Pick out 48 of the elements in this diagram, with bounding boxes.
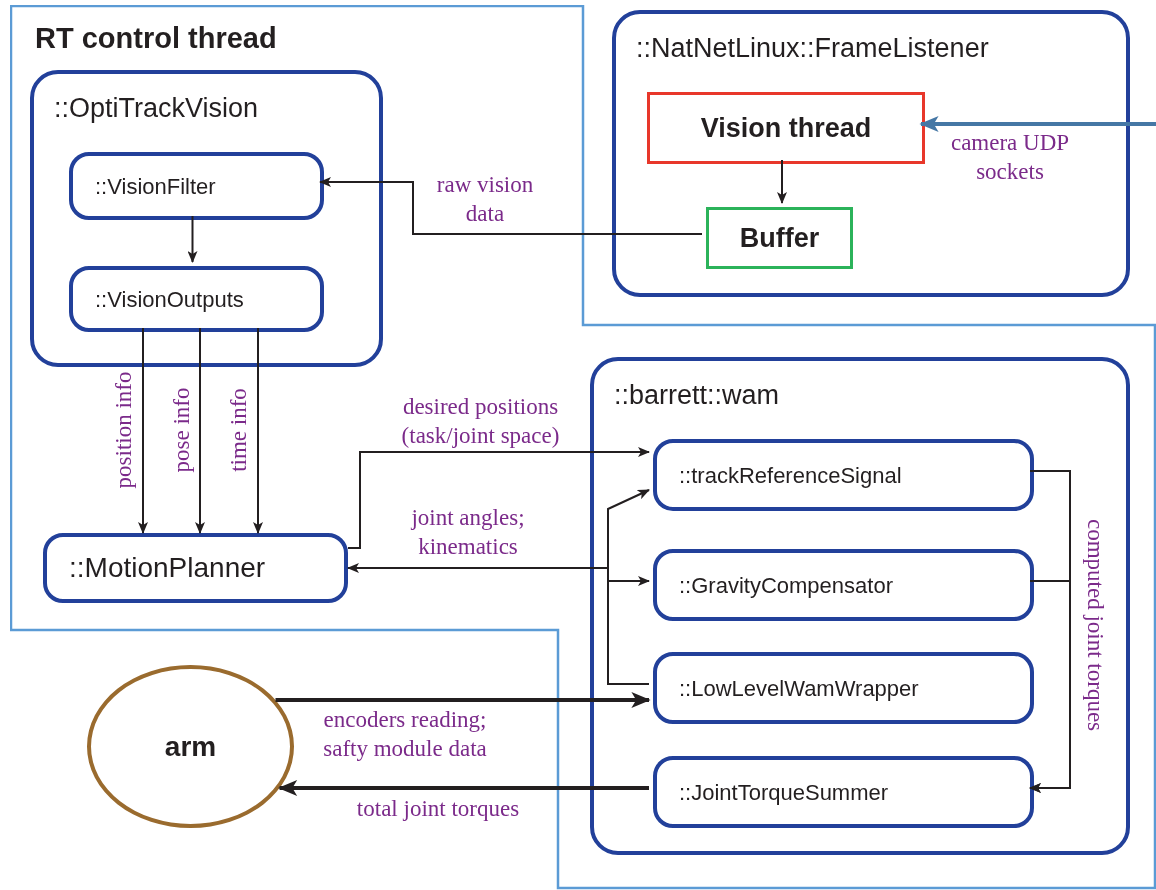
node-label: ::barrett::wam bbox=[614, 379, 780, 412]
class-box bbox=[69, 152, 324, 220]
edge-label: computed joint torques bbox=[1081, 518, 1109, 732]
class-box bbox=[653, 549, 1034, 621]
arrow bbox=[253, 327, 263, 534]
class-box bbox=[653, 439, 1034, 511]
arrow bbox=[187, 215, 198, 263]
arrow bbox=[319, 177, 703, 235]
edge-label: position info bbox=[109, 371, 137, 489]
arrow bbox=[607, 489, 650, 685]
edge-label: encoders reading; safty module data bbox=[322, 706, 488, 763]
edge-label: camera UDP sockets bbox=[949, 129, 1071, 186]
node-label: ::OptiTrackVision bbox=[54, 92, 259, 125]
edge-label: total joint torques bbox=[355, 795, 521, 823]
arrow bbox=[278, 780, 649, 796]
node-label: ::VisionFilter bbox=[95, 172, 216, 201]
node-label: arm bbox=[163, 730, 218, 764]
edge-label: raw vision data bbox=[435, 171, 535, 228]
class-box bbox=[653, 756, 1034, 828]
node-label: ::JointTorqueSummer bbox=[679, 778, 889, 807]
arrow bbox=[919, 116, 1156, 132]
node-label: ::LowLevelWamWrapper bbox=[679, 674, 919, 703]
class-box bbox=[69, 266, 324, 332]
node-label: RT control thread bbox=[35, 21, 277, 56]
arrow bbox=[347, 447, 650, 549]
class-box bbox=[590, 357, 1130, 855]
class-box bbox=[30, 70, 383, 367]
class-box bbox=[653, 652, 1034, 724]
node-label: ::NatNetLinux::FrameListener bbox=[636, 32, 989, 65]
node-label: ::VisionOutputs bbox=[95, 285, 244, 314]
node-label: ::trackReferenceSignal bbox=[679, 461, 902, 490]
class-box bbox=[612, 10, 1130, 297]
edge-label: desired positions (task/joint space) bbox=[400, 393, 561, 450]
edge-label: time info bbox=[224, 388, 252, 472]
thread-box bbox=[647, 92, 925, 164]
arrow bbox=[275, 692, 651, 708]
arrow bbox=[138, 327, 148, 534]
arrow bbox=[195, 327, 205, 534]
node-label: ::GravityCompensator bbox=[679, 571, 893, 600]
arrow bbox=[1029, 580, 1071, 793]
class-box bbox=[43, 533, 348, 603]
edge-label: pose info bbox=[167, 387, 195, 473]
node-label: Buffer bbox=[739, 221, 820, 255]
edge-label: joint angles; kinematics bbox=[409, 504, 526, 561]
node-label: Vision thread bbox=[700, 111, 872, 145]
arrow bbox=[777, 159, 787, 204]
node-label: ::MotionPlanner bbox=[69, 551, 266, 585]
buffer-box bbox=[706, 207, 853, 269]
